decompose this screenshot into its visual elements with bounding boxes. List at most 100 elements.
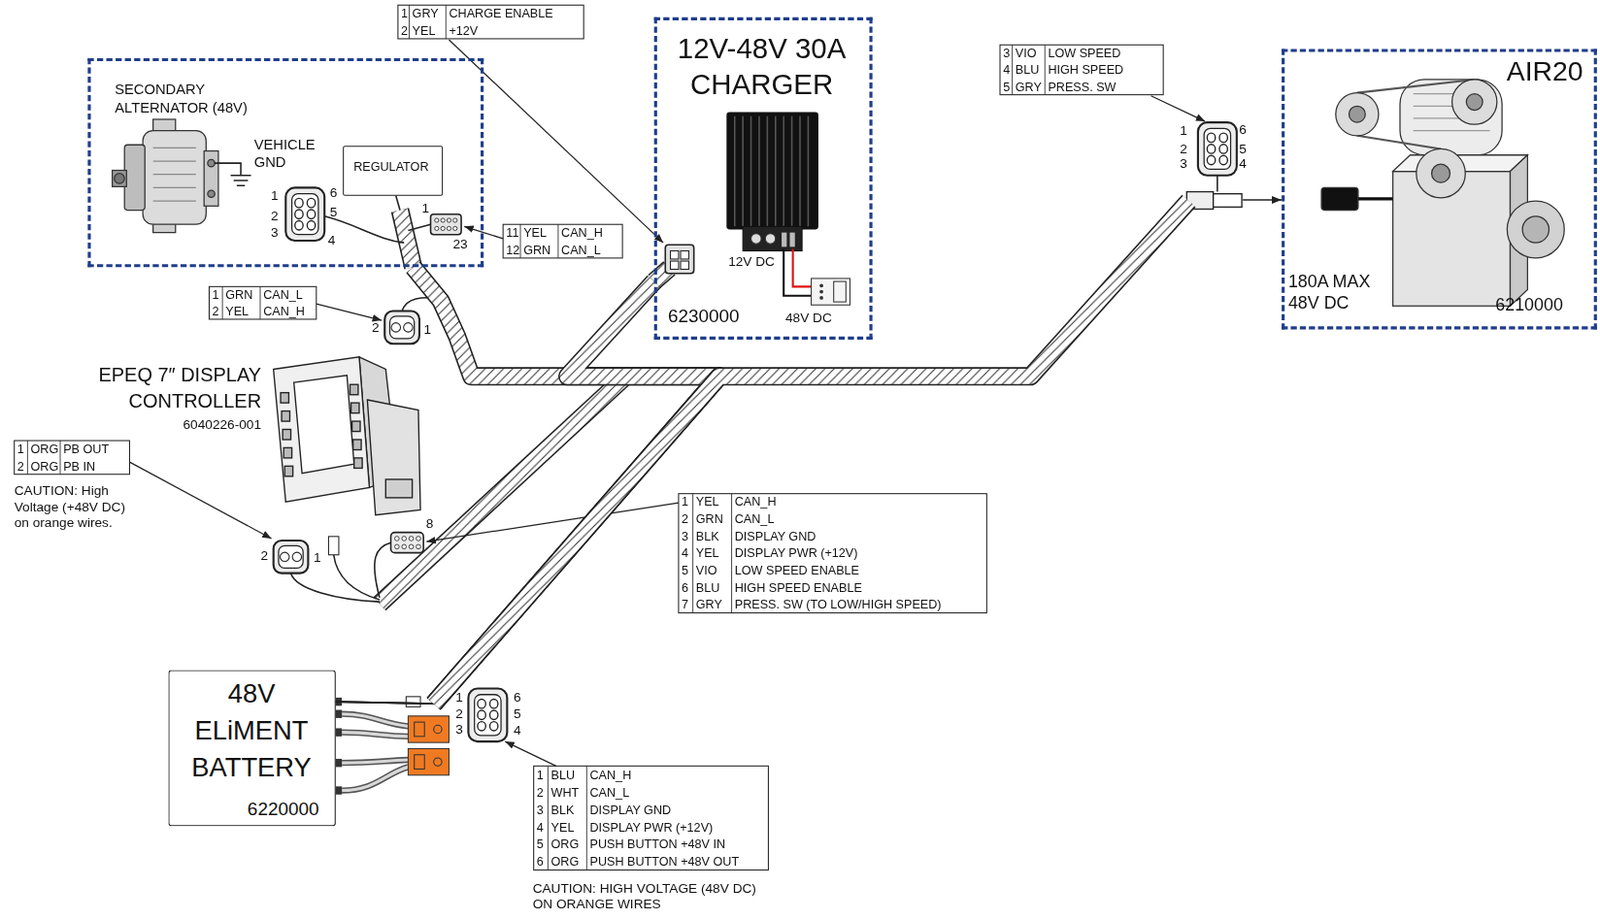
signal-name: PB OUT bbox=[63, 441, 109, 457]
alternator-drawing bbox=[112, 119, 219, 234]
table-rule bbox=[693, 494, 733, 614]
wire-color: YEL bbox=[696, 546, 720, 562]
harness-band bbox=[413, 266, 720, 704]
battery-connector bbox=[467, 688, 507, 742]
wire-color: ORG bbox=[31, 441, 60, 457]
pin-number: 6 bbox=[536, 854, 544, 869]
connector-6pin bbox=[285, 187, 325, 241]
wire-color: YEL bbox=[412, 23, 436, 38]
wire-color: ORG bbox=[551, 836, 580, 852]
wire-color: BLK bbox=[696, 529, 720, 544]
callout-number: 6 bbox=[1233, 121, 1254, 138]
node-text: 180A MAX 48V DC bbox=[1288, 270, 1396, 314]
signal-name: CAN_H bbox=[561, 226, 603, 241]
callout-number: 1 bbox=[306, 549, 328, 567]
node-text: 6230000 bbox=[667, 304, 761, 328]
callout-number: 5 bbox=[506, 705, 528, 723]
table-rule bbox=[520, 224, 559, 259]
table-rule bbox=[27, 440, 61, 475]
signal-name: PRESS. SW bbox=[1047, 79, 1116, 95]
harness-band bbox=[413, 266, 720, 704]
part-name: EPEQ 7″ DISPLAY CONTROLLER bbox=[77, 362, 262, 416]
callout-number: 2 bbox=[365, 319, 386, 336]
display-drawing bbox=[273, 357, 421, 516]
wire-color: GRY bbox=[696, 597, 723, 612]
pin-table bbox=[533, 766, 769, 870]
pin-number: 1 bbox=[536, 767, 544, 783]
table-rule bbox=[547, 766, 587, 870]
regulator-connector bbox=[431, 214, 463, 235]
pin-tables bbox=[14, 4, 1164, 870]
node-title: 12V-48V 30A CHARGER bbox=[657, 30, 867, 102]
table-frame bbox=[14, 440, 131, 475]
wire-color: GRY bbox=[1015, 79, 1042, 95]
pin-number: 2 bbox=[212, 303, 220, 319]
callout-number: 6 bbox=[506, 689, 528, 706]
pin-number: 1 bbox=[681, 495, 689, 510]
callout-number: 1 bbox=[448, 689, 469, 706]
callout-number: 8 bbox=[419, 516, 440, 534]
wire-color: ORG bbox=[31, 459, 60, 474]
pin-table bbox=[1000, 44, 1164, 95]
pin-table bbox=[398, 4, 584, 39]
callout-number: 3 bbox=[448, 721, 469, 738]
callout-number: 3 bbox=[264, 224, 285, 241]
pin-number: 4 bbox=[681, 546, 689, 562]
pin-table bbox=[678, 494, 987, 614]
signal-name: +12V bbox=[448, 23, 478, 38]
wire-color: WHT bbox=[551, 785, 580, 800]
callout-number: 1 bbox=[264, 187, 285, 204]
wire bbox=[1242, 199, 1282, 201]
wire bbox=[335, 701, 434, 704]
connector-8pin bbox=[391, 533, 425, 554]
signal-name: CAN_L bbox=[561, 242, 601, 258]
wire-color: VIO bbox=[1015, 45, 1037, 61]
pin-number: 4 bbox=[1002, 63, 1010, 78]
table-rule bbox=[1012, 44, 1046, 95]
harness-branch bbox=[379, 377, 625, 604]
signal-name: DISPLAY PWR (+12V) bbox=[734, 546, 859, 562]
wire-color: YEL bbox=[225, 303, 249, 319]
callout-number: 23 bbox=[449, 236, 470, 254]
pin-number: 2 bbox=[17, 459, 25, 474]
pin-number: 6 bbox=[681, 580, 689, 596]
wire-color: GRN bbox=[696, 512, 724, 528]
pin-number: 11 bbox=[505, 226, 519, 241]
node-text: 6210000 bbox=[1495, 293, 1588, 315]
wire-color: BLU bbox=[696, 580, 721, 596]
wire bbox=[335, 701, 434, 704]
node-text: 48V DC bbox=[777, 309, 839, 327]
signal-name: CAN_L bbox=[263, 287, 303, 302]
signal-name: CAN_L bbox=[589, 785, 630, 800]
node-title: SECONDARY ALTERNATOR (48V) bbox=[114, 78, 283, 116]
wire-color: GRN bbox=[523, 242, 551, 258]
wire-color: YEL bbox=[696, 495, 720, 510]
caution-note: CAUTION: High Voltage (+48V DC) on orang… bbox=[14, 482, 135, 532]
table-rule bbox=[408, 4, 446, 39]
harness-band bbox=[433, 200, 1190, 704]
callout-number: 5 bbox=[323, 203, 344, 221]
part-label: VEHICLE GND bbox=[254, 136, 336, 172]
group-boundary: 12V-48V 30A CHARGER12V DC48V DC6230000 bbox=[654, 17, 873, 340]
pin-number: 1 bbox=[17, 441, 25, 457]
table-frame bbox=[208, 286, 316, 320]
signal-name: PUSH BUTTON +48V IN bbox=[589, 836, 726, 852]
table-frame bbox=[398, 4, 584, 39]
pin-number: 1 bbox=[400, 6, 408, 22]
pin-number: 2 bbox=[536, 785, 544, 800]
harness-band bbox=[433, 281, 720, 704]
callout-number: 5 bbox=[1233, 140, 1254, 158]
table-frame bbox=[1000, 44, 1164, 95]
group-boundary: AIR20180A MAX 48V DC6210000 bbox=[1281, 48, 1598, 330]
battery-box: 48V ELiMENT BATTERY6220000 bbox=[167, 670, 335, 828]
signal-name: LOW SPEED bbox=[1047, 45, 1121, 61]
node-title: REGULATOR bbox=[345, 159, 438, 174]
callout-number: 1 bbox=[415, 200, 436, 217]
signal-name: PUSH BUTTON +48V OUT bbox=[589, 854, 739, 869]
signal-name: DISPLAY GND bbox=[589, 802, 671, 818]
pin-table bbox=[502, 224, 623, 259]
signal-name: CAN_H bbox=[589, 767, 632, 783]
pin-number: 1 bbox=[212, 287, 220, 302]
pin-number: 3 bbox=[536, 802, 544, 818]
pin-number: 3 bbox=[681, 529, 689, 544]
